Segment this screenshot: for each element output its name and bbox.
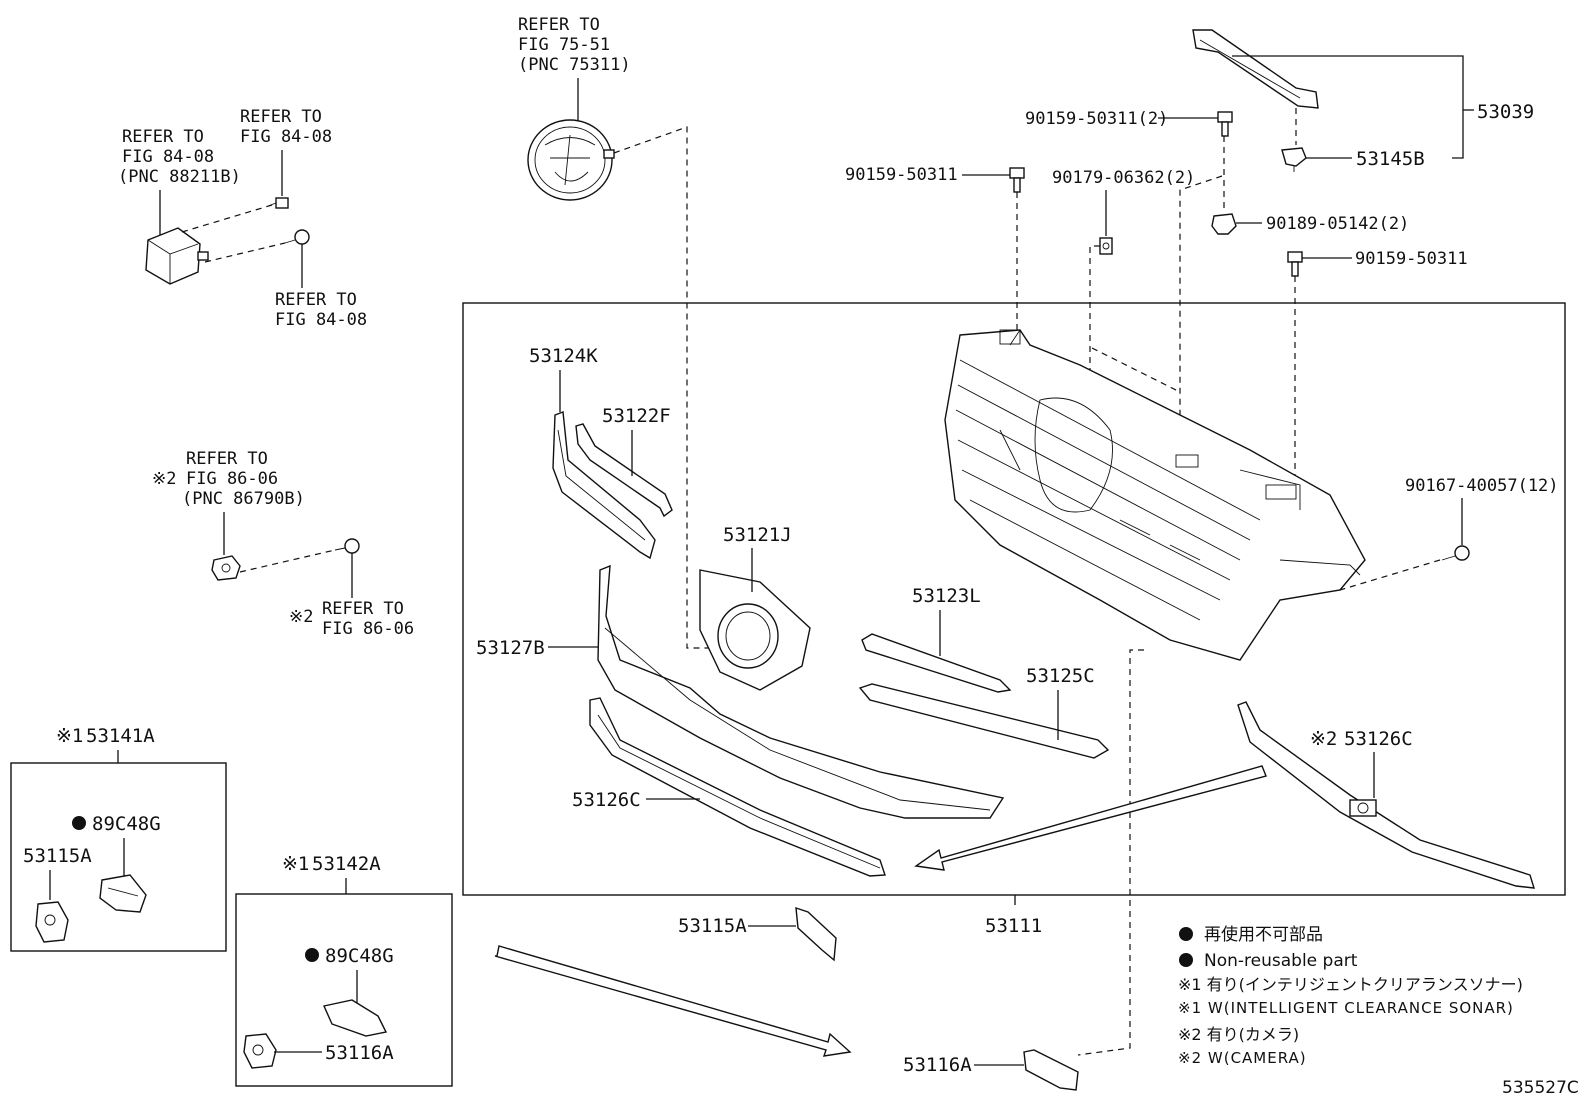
ref-sensor-bolt-bottom-line2: FIG 84-08 bbox=[275, 310, 367, 330]
upper-moulding-group: 53039 53145B bbox=[1192, 29, 1534, 172]
legend-dot-jp bbox=[1179, 927, 1193, 941]
radiator-grille-part[interactable] bbox=[944, 329, 1366, 661]
moulding-53122F[interactable] bbox=[575, 423, 673, 518]
kit-53141A-part[interactable]: 53115A bbox=[23, 845, 92, 867]
bolt-90159-50311-a[interactable] bbox=[1009, 167, 1025, 193]
direction-arrow-inner bbox=[914, 765, 1267, 871]
non-reusable-dot bbox=[72, 816, 86, 830]
bolt-90159-50311-2[interactable] bbox=[1217, 111, 1233, 137]
part-label-53126C-right-mark: ※2 bbox=[1310, 728, 1337, 750]
ref-emblem-line3: (PNC 75311) bbox=[518, 55, 631, 75]
sensor-unit-part[interactable] bbox=[145, 227, 209, 285]
nut-90179-06362-2[interactable] bbox=[1099, 237, 1113, 255]
kit-53142A-part[interactable]: 53116A bbox=[325, 1042, 394, 1064]
part-label-53125C[interactable]: 53125C bbox=[1026, 665, 1095, 687]
emblem-base-53121J[interactable] bbox=[699, 569, 811, 691]
legend-non-reusable-en: Non-reusable part bbox=[1204, 951, 1358, 971]
bracket-53115A-center[interactable] bbox=[795, 906, 837, 962]
part-label-53124K[interactable]: 53124K bbox=[529, 345, 598, 367]
legend-note2-en: ※2 W(CAMERA) bbox=[1178, 1049, 1307, 1067]
legend: 再使用不可部品 Non-reusable part ※1 有り(インテリジェント… bbox=[1178, 924, 1523, 1067]
part-label-53126C-left[interactable]: 53126C bbox=[572, 789, 641, 811]
fasteners-group: 90159-50311(2) 90159-50311 90179-06362(2… bbox=[845, 109, 1559, 591]
clip-90189-05142-2[interactable] bbox=[1211, 213, 1237, 235]
ref-emblem-line2: FIG 75-51 bbox=[518, 35, 610, 55]
upper-moulding-part[interactable] bbox=[1192, 29, 1319, 109]
part-label-53123L[interactable]: 53123L bbox=[912, 585, 981, 607]
camera-bolt[interactable] bbox=[334, 538, 360, 554]
screw-90167-40057-12[interactable] bbox=[1441, 545, 1470, 561]
ref-camera-mark: ※2 bbox=[152, 469, 176, 489]
moulding-53126C-right[interactable] bbox=[1237, 701, 1535, 889]
kit-53141A-clip-part[interactable] bbox=[99, 874, 147, 913]
legend-non-reusable-jp: 再使用不可部品 bbox=[1204, 924, 1323, 945]
kit-53141A: ※1 53141A 89C48G 53115A bbox=[10, 725, 227, 952]
bracket-53116A-center[interactable] bbox=[1023, 1049, 1079, 1091]
clip-53145B[interactable] bbox=[1281, 147, 1307, 172]
part-label-53145B[interactable]: 53145B bbox=[1356, 148, 1425, 170]
moulding-53124K[interactable] bbox=[552, 411, 656, 560]
direction-arrow-lower bbox=[494, 945, 852, 1057]
fastener-label-90159-50311-b[interactable]: 90159-50311 bbox=[1355, 249, 1468, 269]
part-label-53126C-right[interactable]: 53126C bbox=[1344, 728, 1413, 750]
ref-sensor-bolt-top-line1: REFER TO bbox=[240, 107, 322, 127]
part-label-53039[interactable]: 53039 bbox=[1477, 101, 1534, 123]
moulding-53126C-left[interactable] bbox=[589, 697, 886, 877]
part-label-53127B[interactable]: 53127B bbox=[476, 637, 545, 659]
kit-53142A-number[interactable]: 53142A bbox=[312, 853, 381, 875]
camera-reference: REFER TO ※2 FIG 86-06 (PNC 86790B) ※2 RE… bbox=[152, 449, 414, 639]
ref-emblem-line1: REFER TO bbox=[518, 15, 600, 35]
ref-camera-line3: (PNC 86790B) bbox=[182, 489, 305, 509]
ref-sensor-line2: FIG 84-08 bbox=[122, 147, 214, 167]
fastener-label-90167-40057-12[interactable]: 90167-40057(12) bbox=[1405, 476, 1559, 496]
kit-53141A-bracket-part[interactable] bbox=[35, 901, 69, 943]
legend-note1-en: ※1 W(INTELLIGENT CLEARANCE SONAR) bbox=[1178, 999, 1514, 1017]
kit-53142A-mark: ※1 bbox=[282, 853, 309, 875]
ref-sensor-bolt-top-line2: FIG 84-08 bbox=[240, 127, 332, 147]
kit-53141A-box bbox=[10, 762, 227, 952]
figure-code: 535527C bbox=[1502, 1078, 1579, 1098]
kit-53142A-bracket-part[interactable] bbox=[243, 1033, 277, 1069]
ref-camera-bolt-line2: FIG 86-06 bbox=[322, 619, 414, 639]
non-reusable-dot bbox=[305, 948, 319, 962]
kit-53141A-mark: ※1 bbox=[56, 725, 83, 747]
legend-dot-en bbox=[1179, 953, 1193, 967]
moulding-53125C[interactable] bbox=[858, 683, 1110, 759]
sensor-mount-bolt[interactable] bbox=[284, 229, 310, 245]
legend-note2-jp: ※2 有り(カメラ) bbox=[1178, 1025, 1299, 1044]
sensor-small-bolt[interactable] bbox=[267, 197, 289, 209]
ref-camera-line2: FIG 86-06 bbox=[186, 469, 278, 489]
ref-camera-bolt-mark: ※2 bbox=[289, 607, 313, 627]
bolt-90159-50311-b[interactable] bbox=[1287, 251, 1303, 277]
part-label-53115A-center[interactable]: 53115A bbox=[678, 915, 747, 937]
ref-camera-bolt-line1: REFER TO bbox=[322, 599, 404, 619]
emblem-reference: REFER TO FIG 75-51 (PNC 75311) bbox=[518, 15, 738, 649]
legend-note1-jp: ※1 有り(インテリジェントクリアランスソナー) bbox=[1178, 975, 1523, 994]
ref-sensor-line3: (PNC 88211B) bbox=[118, 167, 241, 187]
kit-53142A: ※1 53142A 89C48G 53116A bbox=[235, 853, 453, 1087]
moulding-53127B[interactable] bbox=[597, 564, 1005, 819]
part-label-53122F[interactable]: 53122F bbox=[602, 405, 671, 427]
fastener-label-90159-50311-2[interactable]: 90159-50311(2) bbox=[1025, 109, 1168, 129]
kit-53142A-clip[interactable]: 89C48G bbox=[325, 945, 394, 967]
kit-53141A-clip[interactable]: 89C48G bbox=[92, 813, 161, 835]
fastener-label-90179-06362-2[interactable]: 90179-06362(2) bbox=[1052, 168, 1195, 188]
camera-part[interactable] bbox=[211, 555, 241, 581]
ref-camera-line1: REFER TO bbox=[186, 449, 268, 469]
moulding-53123L[interactable] bbox=[861, 633, 1012, 693]
kit-53142A-box bbox=[235, 893, 453, 1087]
kit-53141A-number[interactable]: 53141A bbox=[86, 725, 155, 747]
ref-sensor-bolt-bottom-line1: REFER TO bbox=[275, 290, 357, 310]
ref-sensor-line1: REFER TO bbox=[122, 127, 204, 147]
fastener-label-90189-05142-2[interactable]: 90189-05142(2) bbox=[1266, 214, 1409, 234]
fastener-label-90159-50311-a[interactable]: 90159-50311 bbox=[845, 165, 958, 185]
part-label-53121J[interactable]: 53121J bbox=[723, 524, 792, 546]
sensor-reference: REFER TO FIG 84-08 (PNC 88211B) REFER TO… bbox=[118, 107, 367, 330]
emblem-part[interactable] bbox=[527, 119, 615, 201]
part-label-53116A-center[interactable]: 53116A bbox=[903, 1054, 972, 1076]
grille-assembly-box bbox=[462, 302, 1566, 896]
part-label-53111[interactable]: 53111 bbox=[985, 915, 1042, 937]
kit-53142A-clip-part[interactable] bbox=[323, 999, 388, 1037]
